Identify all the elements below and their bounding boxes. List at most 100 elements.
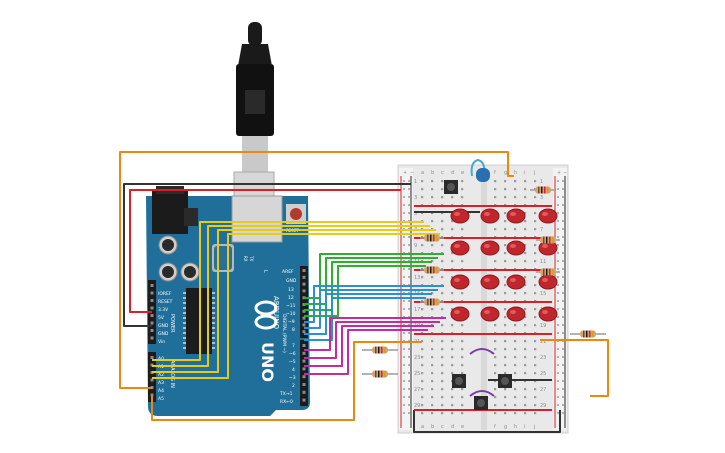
breadboard-hole	[421, 356, 424, 359]
breadboard-hole	[451, 404, 454, 407]
rail-hole	[557, 244, 559, 246]
breadboard-hole	[461, 388, 464, 391]
resistor[interactable]	[362, 370, 398, 378]
rail-hole	[557, 236, 559, 238]
chip-pin	[183, 292, 186, 294]
led[interactable]	[506, 274, 526, 290]
led[interactable]	[480, 274, 500, 290]
pin-label-5v: 5V	[158, 315, 165, 321]
header-hole	[302, 316, 306, 320]
resistor[interactable]	[362, 346, 398, 354]
breadboard-hole	[421, 396, 424, 399]
breadboard-hole	[421, 196, 424, 199]
breadboard-hole	[504, 180, 507, 183]
breadboard-hole	[431, 412, 434, 415]
breadboard-hole	[421, 404, 424, 407]
header-hole	[150, 314, 154, 317]
pin-label-a3: A3	[158, 380, 164, 386]
led[interactable]	[450, 274, 470, 290]
breadboard-hole	[461, 228, 464, 231]
breadboard-hole	[451, 340, 454, 343]
resistor[interactable]	[570, 330, 606, 338]
led[interactable]	[506, 306, 526, 322]
header-hole	[302, 367, 306, 371]
led[interactable]	[450, 240, 470, 256]
chip-pin	[212, 342, 215, 344]
breadboard-hole	[504, 260, 507, 263]
resistor[interactable]	[420, 266, 444, 274]
rail-hole	[557, 204, 559, 206]
breadboard-hole	[514, 260, 517, 263]
chip-pin	[212, 332, 215, 334]
breadboard-hole	[534, 356, 537, 359]
brand-text: ARDUINO	[272, 296, 280, 329]
pin-label-a4: A4	[158, 388, 164, 394]
resistor[interactable]	[536, 268, 560, 276]
led[interactable]	[538, 274, 558, 290]
breadboard-hole	[461, 396, 464, 399]
resistor[interactable]	[420, 298, 444, 306]
breadboard-hole	[514, 340, 517, 343]
led[interactable]	[450, 306, 470, 322]
chip-pin	[212, 292, 215, 294]
resistor[interactable]	[536, 236, 560, 244]
breadboard-hole	[504, 276, 507, 279]
row-number-label: 11	[540, 259, 546, 265]
rail-hole	[557, 388, 559, 390]
resistors[interactable]	[362, 186, 606, 378]
led[interactable]	[538, 306, 558, 322]
led[interactable]	[506, 208, 526, 224]
breadboard-hole	[431, 212, 434, 215]
breadboard-hole	[534, 228, 537, 231]
breadboard-hole	[451, 220, 454, 223]
breadboard-hole	[524, 260, 527, 263]
led[interactable]	[480, 306, 500, 322]
breadboard-hole	[441, 372, 444, 375]
rail-hole	[562, 196, 564, 198]
led[interactable]	[480, 240, 500, 256]
breadboard-hole	[451, 292, 454, 295]
rail-hole	[557, 300, 559, 302]
rail-hole	[557, 260, 559, 262]
resistor[interactable]	[420, 234, 444, 242]
wire-green-1	[304, 253, 444, 299]
breadboard-hole	[504, 220, 507, 223]
rail-hole	[403, 332, 405, 334]
rail-hole	[562, 260, 564, 262]
row-number-label: 23	[414, 355, 420, 361]
usb-cable[interactable]	[233, 22, 275, 217]
wire-blue-1	[304, 285, 444, 323]
pushbutton-top[interactable]	[444, 180, 458, 194]
resistor[interactable]	[530, 186, 556, 194]
sensor-component[interactable]	[470, 158, 490, 182]
row-number-label: 7	[540, 227, 543, 233]
breadboard-hole	[431, 260, 434, 263]
breadboard-hole	[534, 212, 537, 215]
rail-hole	[562, 364, 564, 366]
header-hole	[302, 359, 306, 363]
led[interactable]	[538, 240, 558, 256]
col-label-g-bottom: g	[504, 424, 507, 430]
breadboard-hole	[494, 348, 497, 351]
rail-hole	[557, 404, 559, 406]
breadboard-hole	[534, 308, 537, 311]
tx-led-label: TX	[249, 255, 254, 261]
pushbuttons[interactable]	[452, 374, 512, 410]
header-hole	[150, 284, 154, 287]
rail-hole	[408, 268, 410, 270]
breadboard-hole	[534, 340, 537, 343]
breadboard-hole	[461, 364, 464, 367]
breadboard-hole	[441, 412, 444, 415]
pin-label-6: ~6	[289, 351, 296, 357]
led[interactable]	[538, 208, 558, 224]
led[interactable]	[506, 240, 526, 256]
chip-pin	[212, 322, 215, 324]
wire-blue-2	[304, 289, 438, 329]
pin-label-0: RX←0	[280, 399, 293, 405]
led[interactable]	[480, 208, 500, 224]
breadboard-hole	[504, 412, 507, 415]
led[interactable]	[450, 208, 470, 224]
breadboard-hole	[524, 316, 527, 319]
led-matrix[interactable]	[450, 208, 558, 322]
breadboard-hole	[441, 212, 444, 215]
